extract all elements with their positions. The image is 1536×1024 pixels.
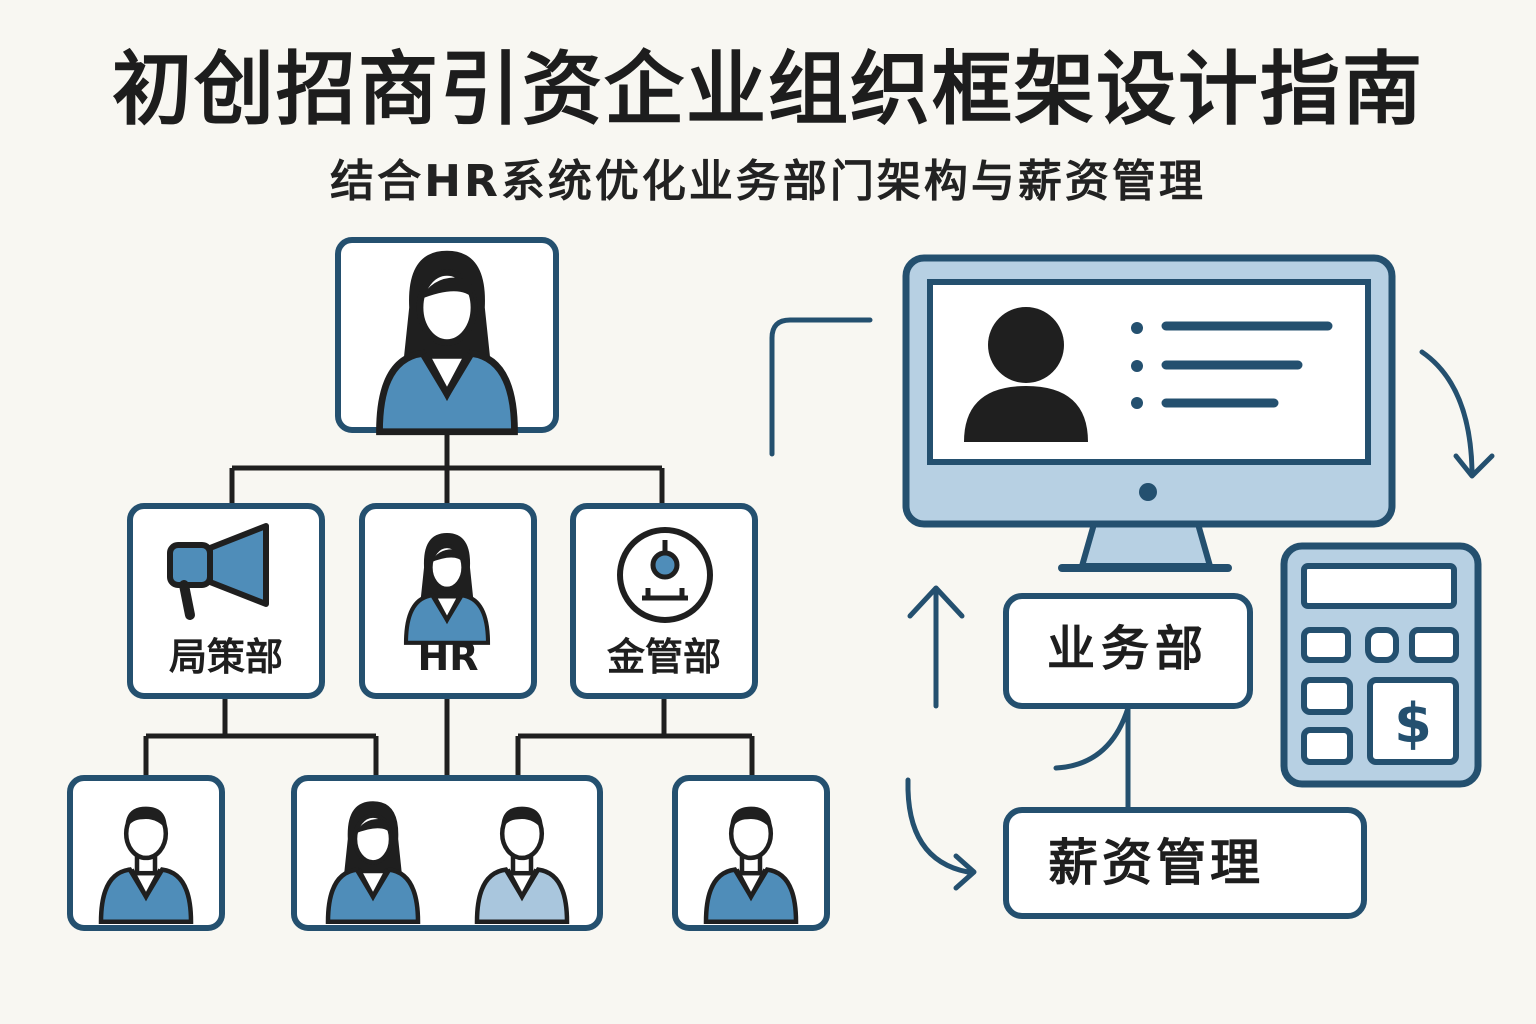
arrow-head-icon bbox=[1453, 453, 1495, 479]
ceo-box bbox=[335, 237, 559, 432]
arrow-head-icon bbox=[953, 853, 977, 891]
hr-system-monitor-icon bbox=[902, 254, 1396, 572]
staff-box-right bbox=[672, 775, 830, 931]
profile-avatar-icon bbox=[964, 307, 1088, 442]
connector-line bbox=[769, 317, 873, 457]
dept-box-right bbox=[570, 503, 758, 699]
curved-arrow-down-icon bbox=[1419, 349, 1475, 473]
arrow-head-icon bbox=[907, 585, 965, 619]
page-subtitle: 结合HR系统优化业务部门架构与薪资管理 bbox=[330, 156, 1206, 207]
org-connectors bbox=[143, 430, 755, 778]
profile-details-icon bbox=[1131, 321, 1333, 409]
curved-connector bbox=[1053, 705, 1131, 771]
flow-arrows bbox=[769, 317, 1495, 891]
finance-seal-icon bbox=[617, 527, 713, 623]
staff-box-left bbox=[67, 775, 225, 931]
employee-avatar-icon bbox=[474, 806, 570, 925]
staff-box-middle bbox=[291, 775, 603, 931]
payroll-label: 薪资管理 bbox=[1048, 834, 1264, 892]
business-dept-box bbox=[1003, 593, 1253, 709]
dept-box-left bbox=[127, 503, 325, 699]
curved-arrow-right-icon bbox=[905, 777, 971, 875]
dollar-sign-icon: $ bbox=[1394, 692, 1432, 755]
dept-label-right: 金管部 bbox=[606, 635, 721, 679]
dept-box-middle bbox=[359, 503, 537, 699]
dept-label-left: 局策部 bbox=[168, 635, 283, 679]
business-dept-label: 业务部 bbox=[1046, 621, 1209, 677]
payroll-box bbox=[1003, 807, 1367, 919]
page-title: 初创招商引资企业组织框架设计指南 bbox=[112, 43, 1424, 136]
calculator-icon: $ bbox=[1280, 542, 1482, 788]
megaphone-icon bbox=[167, 523, 269, 620]
dept-label-middle: HR bbox=[417, 635, 479, 679]
